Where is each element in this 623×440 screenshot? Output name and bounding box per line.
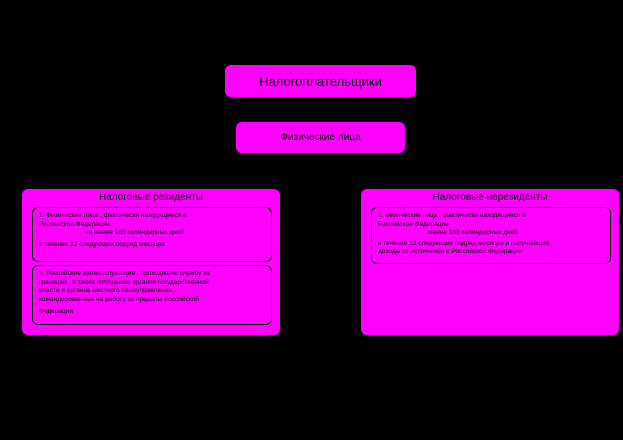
nonresidents-criterion-1-line-4: в течение 12 следующих подряд месяцев и … [378, 239, 550, 247]
residents-criterion-1-line-2: Российской Федерации [39, 220, 110, 228]
residents-criterion-1: 1. Физические лица , фактически находящи… [32, 207, 272, 262]
nonresidents-criterion-1-line-1: 1. Физические лица , фактически находящи… [378, 212, 526, 219]
residents-criterion-2-line-5: Федерации [39, 308, 74, 316]
taxpayers-label: Налогоплательщики [259, 73, 382, 89]
nonresidents-criterion-1-line-2: Российской Федерации [378, 220, 449, 228]
residents-criterion-1-line-3: не менее 183 календарных дней [85, 229, 184, 237]
residents-criterion-2-line-1: 2. Российские военнослужащие , проходящи… [39, 270, 210, 277]
residents-criterion-2-line-2: границей , а также сотрудники органов го… [39, 278, 209, 286]
individuals-node: Физические лица [236, 122, 405, 153]
nonresidents-criterion-1: 1. Физические лица , фактически находящи… [371, 207, 611, 264]
residents-criterion-2-line-3: власти и органов местного самоуправления… [39, 287, 176, 295]
tax-residents-title: Налоговые резиденты [99, 192, 203, 203]
tax-nonresidents-node: Налоговые нерезиденты 1. Физические лица… [361, 189, 619, 335]
residents-criterion-2-line-4: командированные на работу за пределы Рос… [39, 295, 199, 303]
tax-nonresidents-title: Налоговые нерезиденты [432, 192, 548, 203]
tax-residents-node: Налоговые резиденты 1. Физические лица ,… [22, 189, 280, 335]
taxpayers-node: Налогоплательщики [225, 65, 416, 97]
nonresidents-criterion-1-line-5: доходы от источников в Российской Федера… [378, 248, 523, 256]
nonresidents-criterion-1-line-3: менее 183 календарных дней [428, 229, 518, 237]
individuals-label: Физические лица [280, 132, 361, 143]
residents-criterion-2: 2. Российские военнослужащие , проходящи… [32, 265, 272, 325]
residents-criterion-1-line-1: 1. Физические лица , фактически находящи… [39, 212, 187, 219]
residents-criterion-1-line-4: в течение 12 следующих подряд месяцев [39, 240, 165, 248]
